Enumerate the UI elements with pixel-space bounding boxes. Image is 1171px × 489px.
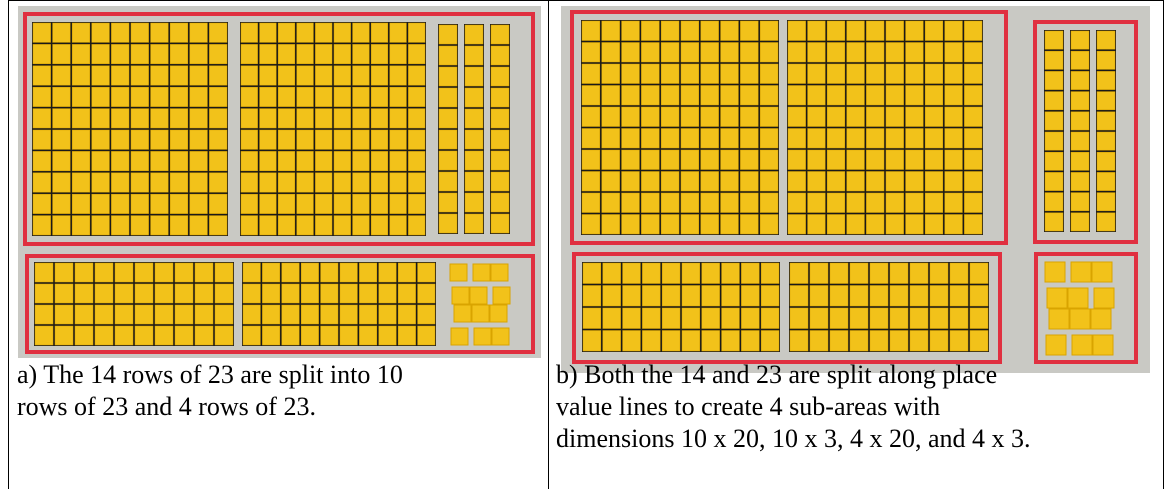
- unit-tile: [471, 304, 490, 323]
- unit-tile: [1070, 261, 1092, 283]
- unit-tile: [492, 286, 511, 305]
- unit-tile: [1091, 261, 1113, 283]
- unit-tile: [1071, 334, 1093, 356]
- unit-tile: [1048, 308, 1070, 330]
- panel-a-photo: [18, 6, 541, 358]
- comparison-table: [8, 0, 1164, 489]
- unit-tile: [1067, 287, 1089, 309]
- unit-tile: [1090, 308, 1112, 330]
- unit-tile: [491, 327, 510, 346]
- caption-b: b) Both the 14 and 23 are split along pl…: [556, 360, 1031, 453]
- unit-tile: [1092, 334, 1114, 356]
- unit-tile: [449, 263, 468, 282]
- unit-tile: [1046, 287, 1068, 309]
- panel-a-frame-bottom: [25, 254, 535, 354]
- unit-tile: [489, 304, 508, 323]
- unit-tile: [1069, 308, 1091, 330]
- unit-tile: [453, 304, 472, 323]
- unit-tile: [472, 263, 491, 282]
- unit-tile: [1045, 334, 1067, 356]
- unit-tile: [1093, 287, 1115, 309]
- panel-b-frame-10x3: [1033, 20, 1138, 244]
- table-divider: [548, 0, 549, 489]
- panel-b-tiles-image: [570, 10, 1138, 364]
- panel-b-frame-10x20: [570, 10, 1008, 245]
- panel-a-frame-top: [23, 12, 535, 246]
- panel-b-frame-4x3: [1034, 252, 1138, 364]
- unit-tile: [1044, 261, 1066, 283]
- unit-tile: [473, 327, 492, 346]
- unit-tile: [469, 286, 488, 305]
- unit-tile: [451, 286, 470, 305]
- unit-tile: [450, 327, 469, 346]
- caption-a: a) The 14 rows of 23 are split into 10 r…: [17, 360, 403, 421]
- panel-a-tiles-image: [23, 12, 535, 354]
- unit-tile: [490, 263, 509, 282]
- panel-b-frame-4x20: [572, 252, 1002, 364]
- panel-b-photo: [561, 6, 1150, 373]
